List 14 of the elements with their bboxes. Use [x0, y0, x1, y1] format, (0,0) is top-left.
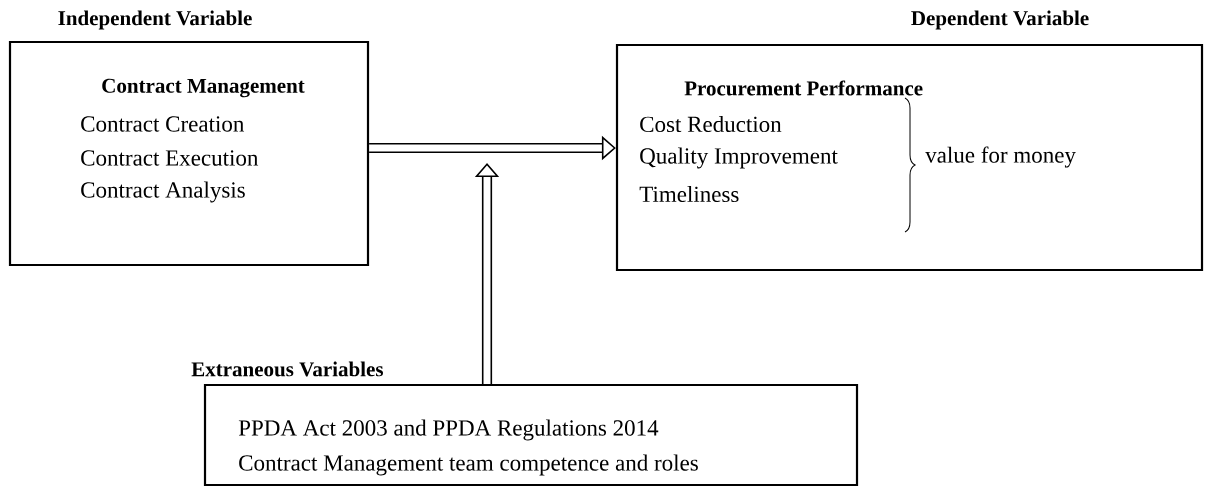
- item-text: Contract Management team competence and roles: [239, 454, 698, 476]
- item-text: PPDA Act 2003 and PPDA Regulations 2014: [238, 419, 659, 441]
- item-text: Contract Execution: [81, 150, 259, 166]
- heading: Dependent Variable: [911, 10, 1089, 30]
- item-text: Contract Analysis: [81, 181, 245, 203]
- item-text: Cost Reduction: [640, 115, 782, 133]
- heading: Contract Management: [102, 78, 305, 98]
- item-text: Quality Improvement: [640, 147, 838, 169]
- label: value for money: [925, 146, 1076, 168]
- heading: Independent Variable: [58, 10, 252, 30]
- item-text: Contract Creation: [81, 116, 245, 132]
- item-text: Timeliness: [639, 185, 739, 203]
- heading: Extraneous Variables: [191, 361, 384, 377]
- heading: Procurement Performance: [684, 80, 923, 96]
